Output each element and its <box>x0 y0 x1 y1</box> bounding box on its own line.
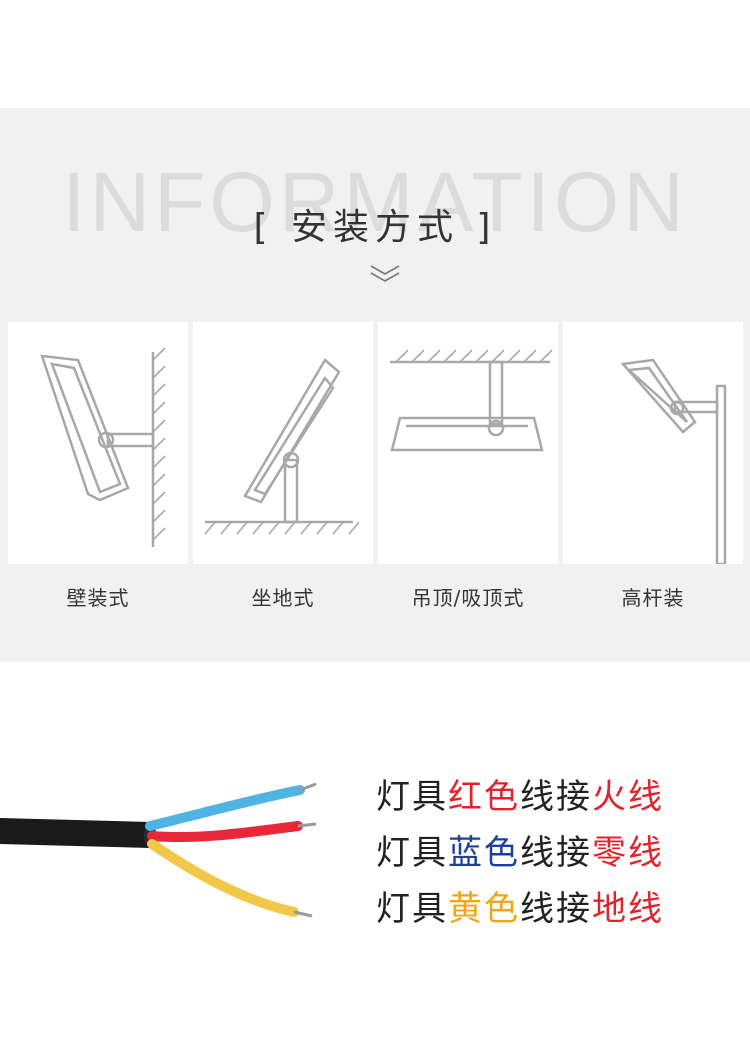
wiring-middle: 线接 <box>520 889 592 929</box>
install-method-list: 壁装式 坐地式 <box>0 322 750 652</box>
floor-mount-icon <box>204 358 360 535</box>
install-label-ceiling: 吊顶/吸顶式 <box>411 586 525 610</box>
wiring-line-yellow: 灯具黄色线接地线 <box>376 892 664 926</box>
section-title: [ 安装方式 ] <box>253 207 497 248</box>
install-card-wall: 壁装式 <box>8 322 188 610</box>
install-label-wall: 壁装式 <box>66 586 130 610</box>
install-card-ceiling: 吊顶/吸顶式 <box>378 322 558 610</box>
wire-color-blue: 蓝色 <box>448 833 520 873</box>
double-chevron-down-icon <box>370 265 400 282</box>
install-card-pole: 高杆装 <box>563 322 743 610</box>
wire-target-ground: 地线 <box>592 889 664 929</box>
wire-color-red: 红色 <box>448 777 520 817</box>
wiring-line-blue: 灯具蓝色线接零线 <box>376 836 664 870</box>
wiring-middle: 线接 <box>520 777 592 817</box>
wall-mount-icon <box>40 347 166 547</box>
wiring-prefix: 灯具 <box>376 777 448 817</box>
install-label-pole: 高杆装 <box>621 586 685 610</box>
wire-color-yellow: 黄色 <box>448 889 520 929</box>
install-label-floor: 坐地式 <box>251 586 315 610</box>
ceiling-mount-icon <box>390 349 553 452</box>
wiring-middle: 线接 <box>520 833 592 873</box>
wire-target-neutral: 零线 <box>592 833 664 873</box>
watermark-text: INFORMATION <box>62 155 688 249</box>
install-card-floor: 坐地式 <box>193 322 373 610</box>
pole-mount-icon <box>620 358 727 564</box>
wiring-prefix: 灯具 <box>376 889 448 929</box>
three-core-cable-icon <box>0 782 317 918</box>
wiring-prefix: 灯具 <box>376 833 448 873</box>
wire-target-live: 火线 <box>592 777 664 817</box>
wiring-line-red: 灯具红色线接火线 <box>376 780 664 814</box>
wiring-section: 灯具红色线接火线 灯具蓝色线接零线 灯具黄色线接地线 <box>0 740 750 980</box>
